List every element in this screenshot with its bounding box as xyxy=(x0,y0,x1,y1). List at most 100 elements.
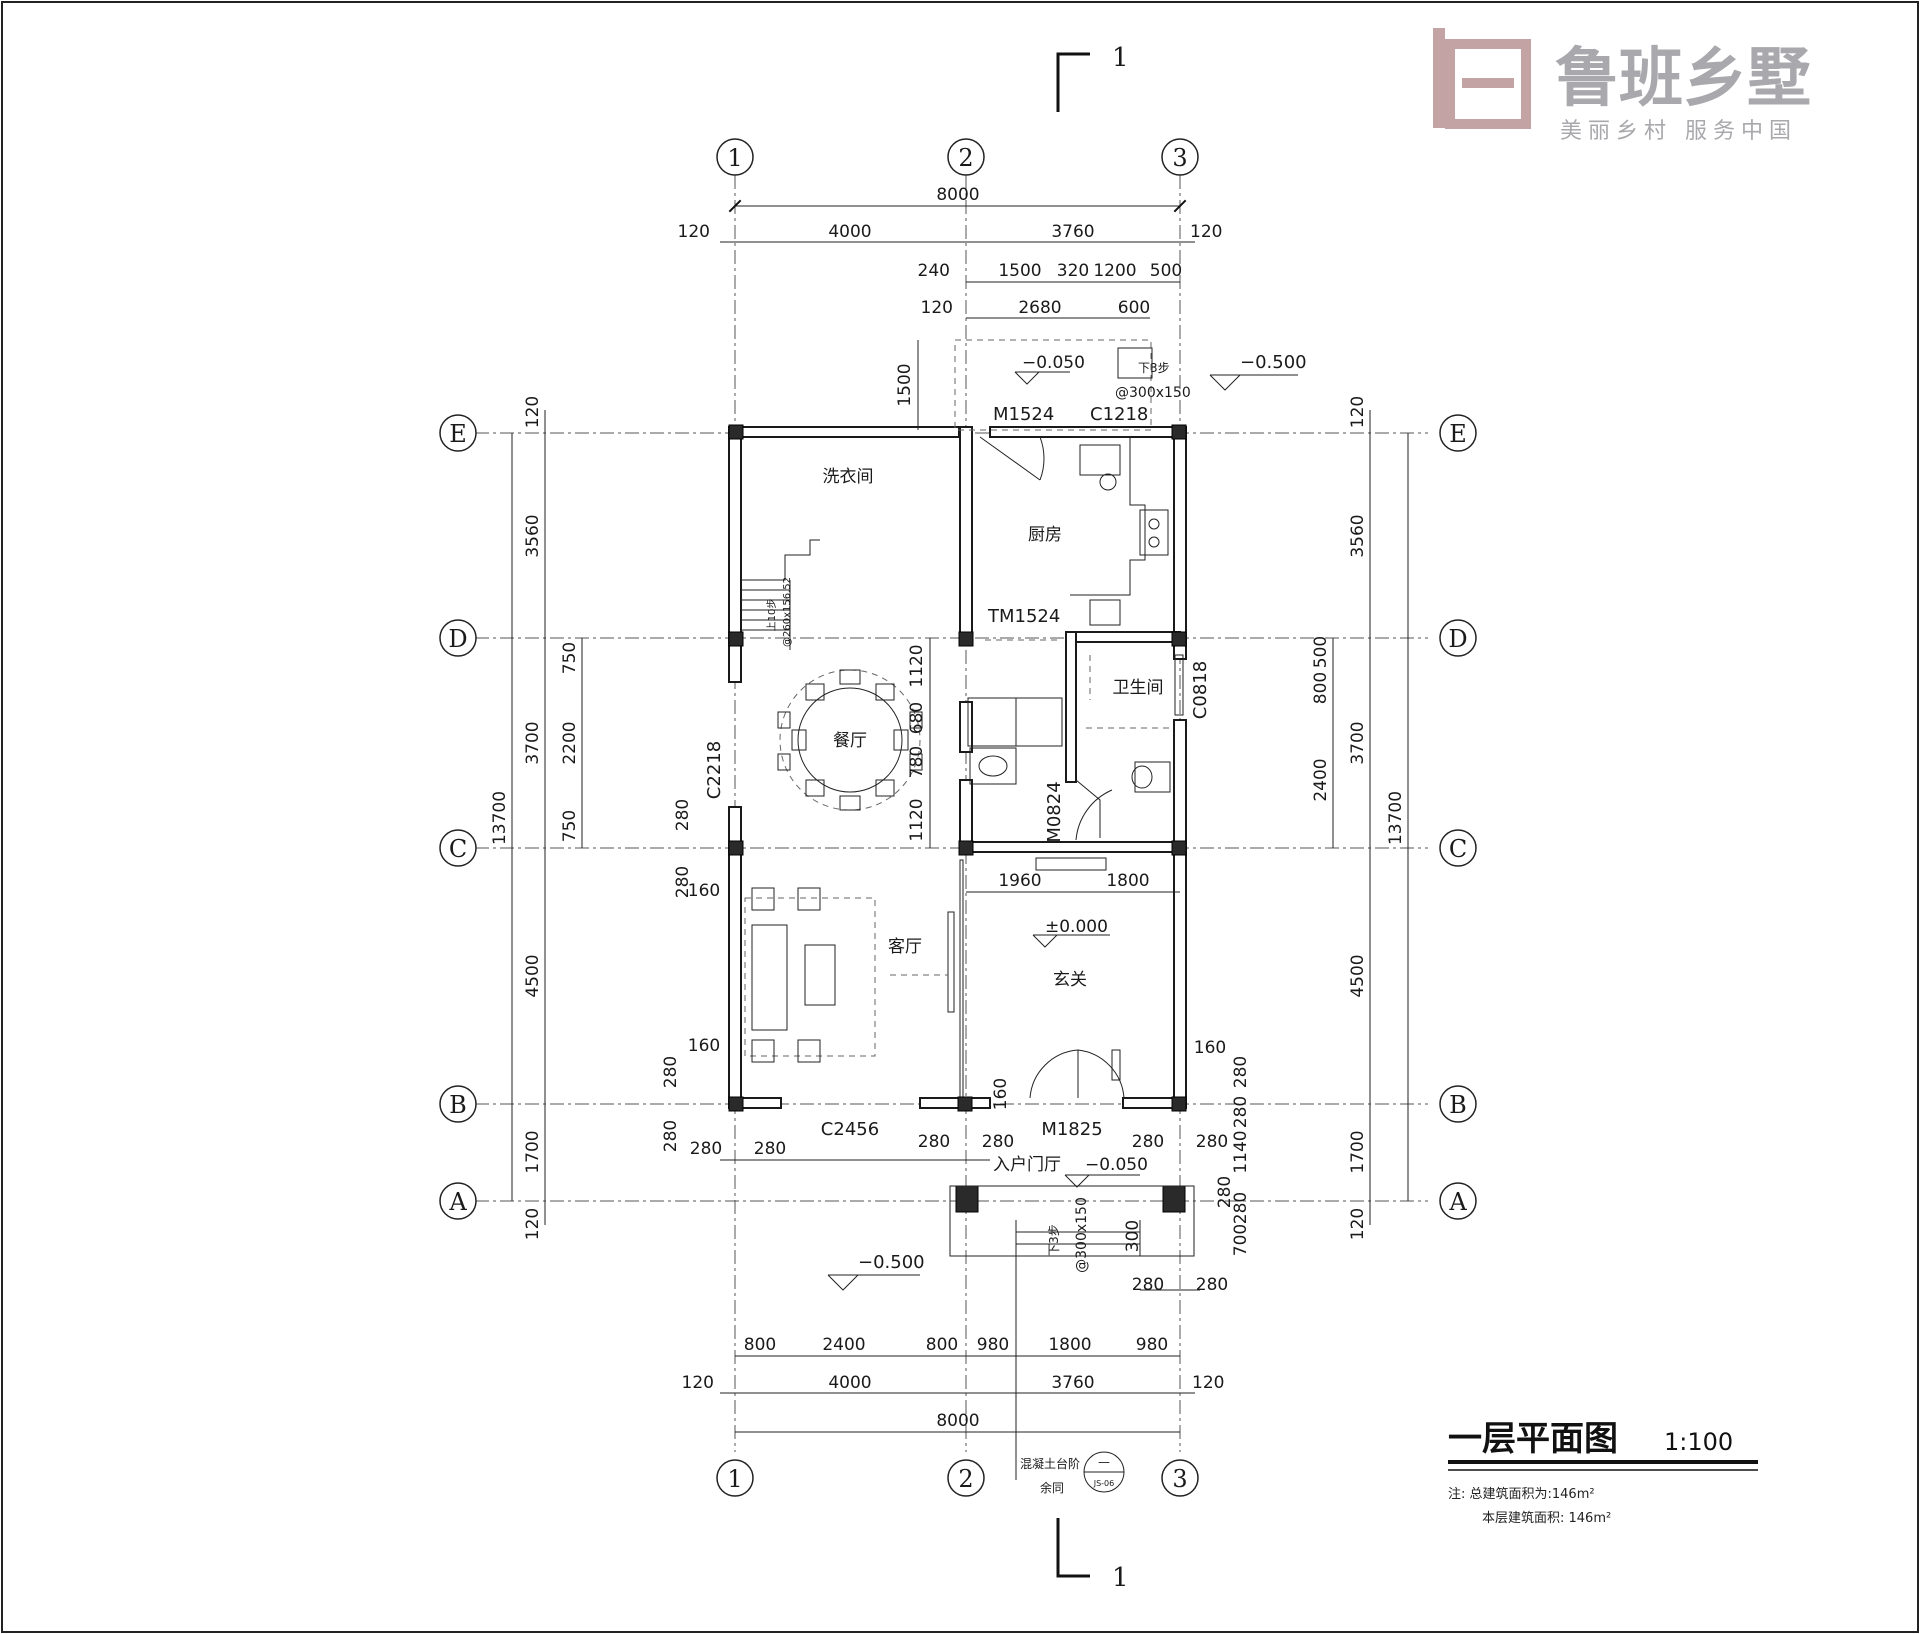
svg-text:980: 980 xyxy=(977,1335,1009,1355)
svg-text:120: 120 xyxy=(921,298,953,318)
left-dimensions: 13700 120 3560 3700 4500 1700 120 750 22… xyxy=(490,396,720,1240)
detail-reference: 混凝土台阶 余同 — JS-06 xyxy=(1015,1451,1125,1495)
svg-text:13700: 13700 xyxy=(1386,791,1406,845)
svg-text:280: 280 xyxy=(1196,1275,1228,1295)
svg-text:8000: 8000 xyxy=(936,1411,979,1431)
room-living: 客厅 xyxy=(888,937,922,957)
svg-text:—: — xyxy=(1098,1455,1110,1469)
svg-text:E: E xyxy=(449,420,467,448)
svg-text:280: 280 xyxy=(673,866,693,898)
room-foyer: 玄关 xyxy=(1053,970,1087,990)
axis-bubbles: 1 2 3 1 2 3 E D C B A E D C B A xyxy=(439,138,1477,1497)
svg-text:750: 750 xyxy=(560,642,580,674)
room-entry-hall: 入户门厅 xyxy=(993,1155,1061,1175)
svg-text:2680: 2680 xyxy=(1018,298,1061,318)
room-bathroom: 卫生间 xyxy=(1113,678,1164,698)
top-dimensions: 8000 120 4000 3760 120 240 1500 320 1200… xyxy=(678,185,1222,430)
room-laundry: 洗衣间 xyxy=(823,467,874,487)
living-furniture-icon xyxy=(744,887,955,1063)
svg-text:C2456: C2456 xyxy=(821,1119,879,1140)
svg-text:280: 280 xyxy=(661,1056,681,1088)
svg-text:2: 2 xyxy=(958,1465,973,1493)
svg-text:120: 120 xyxy=(678,222,710,242)
svg-text:120: 120 xyxy=(523,396,543,428)
axis-bubble-1-bottom xyxy=(716,1459,754,1497)
svg-text:3700: 3700 xyxy=(523,721,543,764)
svg-text:280: 280 xyxy=(1231,1096,1251,1128)
level-marks: −0.050 −0.500 ±0.000 −0.050 −0.500 xyxy=(827,352,1307,1291)
svg-text:1700: 1700 xyxy=(1348,1130,1368,1173)
svg-text:C: C xyxy=(449,835,467,863)
right-dimensions: 13700 120 3560 3700 4500 1700 120 500 80… xyxy=(1194,396,1409,1256)
section-mark-top: 1 xyxy=(1056,43,1129,112)
svg-text:M1825: M1825 xyxy=(1041,1119,1102,1140)
svg-text:2400: 2400 xyxy=(1311,758,1331,801)
svg-text:3700: 3700 xyxy=(1348,721,1368,764)
svg-text:−0.500: −0.500 xyxy=(1240,352,1307,373)
svg-text:280: 280 xyxy=(690,1139,722,1159)
svg-text:500: 500 xyxy=(1150,261,1182,281)
svg-text:280: 280 xyxy=(1215,1176,1235,1208)
svg-text:120: 120 xyxy=(523,1208,543,1240)
svg-text:120: 120 xyxy=(1192,1373,1224,1393)
svg-text:500: 500 xyxy=(1311,636,1331,668)
doors xyxy=(979,436,1125,1099)
bathroom-fixtures xyxy=(967,655,1174,793)
svg-text:280: 280 xyxy=(1231,1056,1251,1088)
svg-text:700: 700 xyxy=(1231,1224,1251,1256)
svg-text:−0.050: −0.050 xyxy=(1022,353,1085,373)
svg-text:1: 1 xyxy=(1112,43,1129,73)
svg-text:120: 120 xyxy=(1348,1208,1368,1240)
room-dining: 餐厅 xyxy=(833,731,867,751)
svg-text:800: 800 xyxy=(926,1335,958,1355)
svg-text:混凝土台阶: 混凝土台阶 xyxy=(1020,1456,1080,1471)
svg-text:4500: 4500 xyxy=(523,954,543,997)
bottom-dimensions: 800 2400 800 980 1800 980 120 4000 3760 … xyxy=(682,1132,1228,1433)
brand-logo: 鲁班乡墅 美丽乡村 服务中国 xyxy=(1433,28,1811,144)
interior-dimensions: 1120 680 780 1120 1960 1800 160 xyxy=(907,638,1180,1110)
svg-text:280: 280 xyxy=(982,1132,1014,1152)
note-total-area: 注: 总建筑面积为:146m² xyxy=(1448,1486,1595,1502)
svg-text:1: 1 xyxy=(1112,1563,1129,1593)
svg-text:下3步: 下3步 xyxy=(1138,361,1170,375)
svg-text:JS-06: JS-06 xyxy=(1093,1479,1115,1488)
walls xyxy=(728,426,1187,1109)
svg-text:3: 3 xyxy=(1172,144,1187,172)
axis-bubble-3-bottom xyxy=(1161,1459,1199,1497)
svg-text:980: 980 xyxy=(1136,1335,1168,1355)
svg-text:13700: 13700 xyxy=(490,791,510,845)
svg-text:3760: 3760 xyxy=(1051,1373,1094,1393)
svg-text:8000: 8000 xyxy=(936,185,979,205)
svg-text:M0824: M0824 xyxy=(1044,781,1065,842)
svg-text:800: 800 xyxy=(744,1335,776,1355)
svg-text:160: 160 xyxy=(991,1078,1011,1110)
svg-text:C2218: C2218 xyxy=(704,741,725,799)
svg-text:1500: 1500 xyxy=(895,363,915,406)
svg-text:A: A xyxy=(1448,1188,1467,1216)
svg-text:1120: 1120 xyxy=(907,644,927,687)
svg-text:800: 800 xyxy=(1311,672,1331,704)
svg-text:−0.500: −0.500 xyxy=(858,1252,925,1273)
interior-stair xyxy=(741,539,820,650)
svg-text:240: 240 xyxy=(918,261,950,281)
columns xyxy=(728,424,1187,1213)
svg-text:120: 120 xyxy=(1348,396,1368,428)
svg-text:1: 1 xyxy=(727,144,742,172)
svg-text:280: 280 xyxy=(754,1139,786,1159)
svg-text:4500: 4500 xyxy=(1348,954,1368,997)
svg-text:1120: 1120 xyxy=(907,798,927,841)
svg-text:1800: 1800 xyxy=(1106,871,1149,891)
svg-text:C: C xyxy=(1449,835,1467,863)
axis-bubble-1-top xyxy=(716,138,754,176)
svg-text:2400: 2400 xyxy=(822,1335,865,1355)
svg-text:C1218: C1218 xyxy=(1090,404,1148,425)
axis-bubble-3-top xyxy=(1161,138,1199,176)
svg-text:3760: 3760 xyxy=(1051,222,1094,242)
svg-text:320: 320 xyxy=(1057,261,1089,281)
svg-text:160: 160 xyxy=(688,881,720,901)
svg-text:600: 600 xyxy=(1118,298,1150,318)
svg-text:@300x150: @300x150 xyxy=(1115,385,1191,401)
svg-text:TM1524: TM1524 xyxy=(987,606,1060,627)
svg-text:3560: 3560 xyxy=(1348,514,1368,557)
